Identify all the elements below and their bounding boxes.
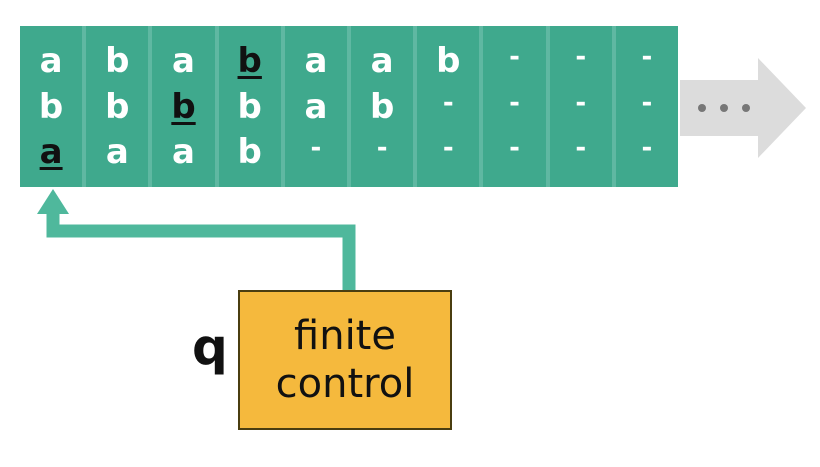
tape-symbol: -	[509, 41, 520, 72]
tape-symbol: -	[509, 133, 520, 164]
tape-symbol: a	[304, 86, 328, 127]
tape-symbol: b	[38, 86, 64, 127]
tape-symbol: b	[105, 40, 130, 81]
control-label-line-2: control	[275, 361, 415, 407]
tape-symbol: -	[442, 133, 454, 164]
tape-cell: - - -	[483, 26, 546, 187]
tape-symbol: b	[436, 40, 461, 81]
control-label-line-1: finite	[294, 313, 396, 359]
tape-symbol: b	[369, 86, 395, 127]
tape-symbol: -	[442, 87, 454, 118]
tape-symbol: a	[370, 40, 394, 81]
head-position-symbol: b	[171, 86, 196, 127]
tape-symbol: a	[105, 132, 129, 173]
tape-symbol: b	[105, 86, 130, 127]
tape-symbol: -	[575, 41, 587, 72]
tape-symbol: a	[304, 40, 328, 81]
finite-control-box: finite control	[238, 290, 452, 430]
tape-symbol: -	[575, 87, 587, 118]
tape-cell: - - -	[549, 26, 612, 187]
head-arrowhead-icon	[37, 189, 69, 214]
tape-symbol: -	[641, 41, 653, 72]
tape-symbol: b	[237, 86, 262, 127]
tape-cell: b - -	[417, 26, 480, 187]
tape-symbol: b	[237, 132, 262, 173]
tape-symbol: -	[310, 133, 322, 164]
head-position-symbol: b	[237, 40, 262, 81]
tape-symbol: a	[39, 40, 63, 81]
tape-symbol: -	[641, 87, 653, 118]
tape-continues-arrow-icon	[680, 58, 806, 158]
tape-symbol: -	[376, 133, 388, 164]
tape-symbol: -	[509, 87, 520, 118]
tape-symbol: a	[172, 40, 195, 81]
state-label: q	[192, 318, 228, 376]
head-position-symbol: a	[39, 132, 63, 173]
tape-cell: - - -	[615, 26, 679, 187]
tape-symbol: -	[575, 133, 587, 164]
tape-symbol: a	[172, 132, 195, 173]
tape-symbol: -	[641, 133, 653, 164]
